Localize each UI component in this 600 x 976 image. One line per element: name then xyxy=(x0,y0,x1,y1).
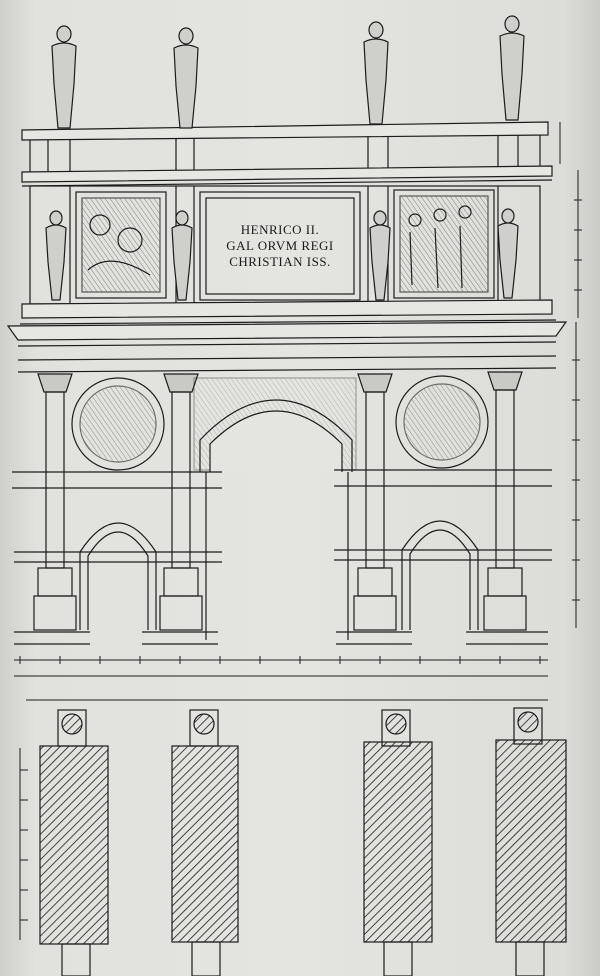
inscription-tablet xyxy=(199,191,361,301)
column xyxy=(33,371,527,631)
side-arch-right xyxy=(401,520,479,630)
attic xyxy=(19,121,557,325)
attic-relief-right xyxy=(393,189,495,299)
rooftop-statue xyxy=(51,15,525,129)
ground-plan xyxy=(39,707,567,976)
inscription-line-3: CHRISTIAN ISS. xyxy=(229,254,331,269)
medallion-left xyxy=(71,377,165,471)
entablature xyxy=(6,321,568,373)
inscription-line-1: HENRICO II. xyxy=(240,222,320,237)
scale-ruler xyxy=(14,122,579,940)
inscription-line-2: GAL ORVM REGI xyxy=(226,238,334,253)
central-arch xyxy=(193,377,357,640)
attic-relief-left xyxy=(75,191,167,299)
inscription-text: HENRICO II. GAL ORVM REGI CHRISTIAN ISS. xyxy=(205,198,355,294)
medallion-right xyxy=(395,375,489,469)
side-arch-left xyxy=(79,522,157,630)
attic-statue xyxy=(45,208,519,301)
